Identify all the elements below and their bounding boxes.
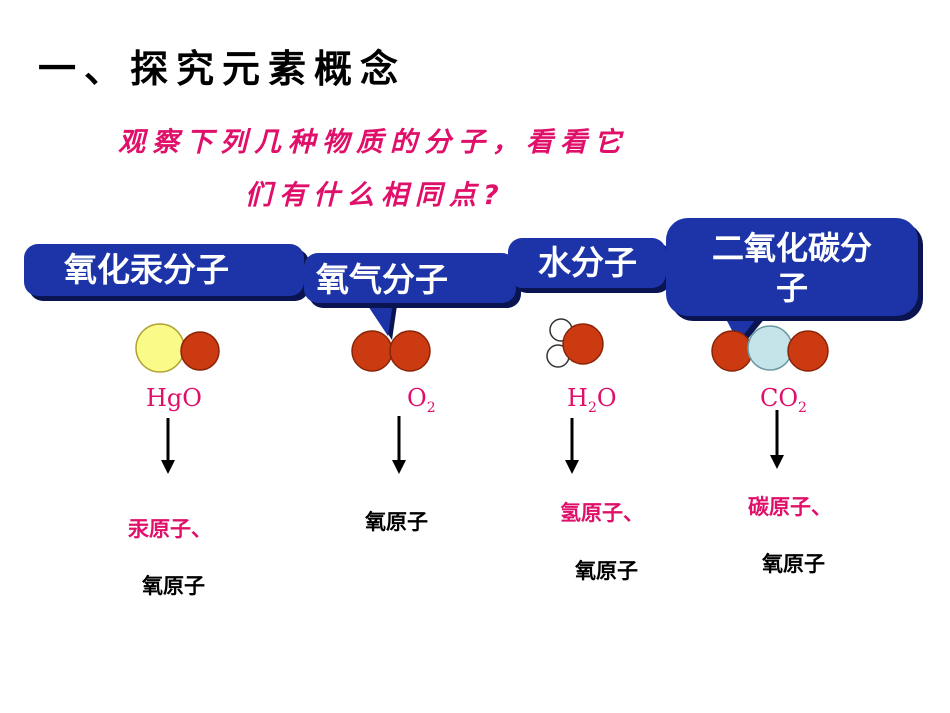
arrow-down-icon — [161, 418, 175, 474]
oxygen-atom — [389, 330, 431, 372]
oxygen-atom — [562, 323, 604, 365]
formula-hgo: HgO — [146, 384, 202, 412]
atom-label-oxygen: 氧原子 — [575, 559, 638, 583]
prompt-line-1: 观察下列几种物质的分子，看看它 — [118, 127, 628, 158]
bubble-co2-label-line1: 二氧化碳分 — [711, 229, 872, 267]
page-title: 一、探究元素概念 — [38, 47, 407, 91]
bubble-hgo: 氧化汞分子 — [24, 244, 304, 296]
o2-molecule — [351, 330, 431, 372]
formula-co2: CO2 — [760, 384, 807, 416]
bubble-co2: 二氧化碳分 子 — [666, 218, 918, 316]
carbon-atom — [747, 325, 793, 371]
arrow-down-icon — [392, 416, 406, 474]
bubble-o2-label: 氧气分子 — [316, 260, 448, 299]
atom-label-oxygen: 氧原子 — [142, 574, 205, 598]
bubble-hgo-label: 氧化汞分子 — [64, 250, 229, 289]
mercury-atom — [135, 323, 185, 373]
formula-h2o: H2O — [567, 384, 617, 416]
atom-label-oxygen: 氧原子 — [365, 510, 428, 534]
oxygen-atom — [711, 330, 753, 372]
bubble-co2-label-line2: 子 — [775, 269, 808, 307]
bubble-o2: 氧气分子 — [304, 253, 516, 303]
oxygen-atom — [180, 331, 220, 371]
oxygen-atom — [787, 330, 829, 372]
co2-molecule — [711, 325, 829, 372]
bubble-h2o: 水分子 — [508, 238, 666, 288]
atom-label-oxygen: 氧原子 — [762, 552, 825, 576]
prompt-line-2: 们有什么相同点? — [245, 180, 506, 211]
arrow-down-icon — [770, 410, 784, 469]
h2o-molecule — [546, 318, 604, 368]
hgo-molecule — [135, 323, 220, 373]
atom-label-hydrogen: 氢原子、 — [560, 501, 644, 525]
atom-label-carbon: 碳原子、 — [748, 495, 832, 519]
bubble-h2o-label: 水分子 — [538, 243, 637, 282]
arrow-down-icon — [565, 418, 579, 474]
oxygen-atom — [351, 330, 393, 372]
atom-label-mercury: 汞原子、 — [128, 517, 212, 541]
formula-o2: O2 — [407, 384, 436, 416]
